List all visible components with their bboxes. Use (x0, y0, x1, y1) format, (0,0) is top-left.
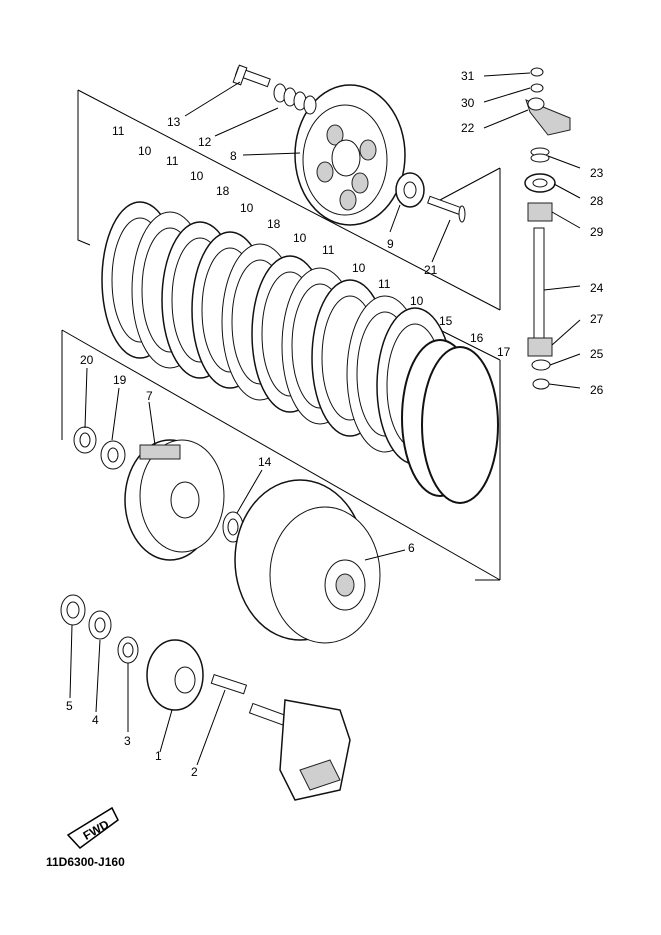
callout-26: 26 (590, 383, 604, 397)
callout-11b: 11 (166, 154, 179, 168)
washer-25 (531, 359, 551, 371)
leader-lines (69, 72, 581, 766)
callout-10a: 10 (138, 144, 152, 158)
fwd-arrow-icon: FWD (66, 806, 119, 850)
nut (73, 426, 97, 454)
callout-10d: 10 (293, 231, 307, 245)
lock-washer-lower (117, 636, 139, 664)
callout-10c: 10 (240, 201, 254, 215)
needle-bearing-upper (527, 202, 553, 222)
clutch-spring (273, 83, 317, 115)
callout-4: 4 (92, 713, 99, 727)
callout-21: 21 (424, 263, 438, 277)
callout-14: 14 (258, 455, 272, 469)
callout-30: 30 (461, 96, 475, 110)
callout-5: 5 (66, 699, 73, 713)
primary-drive-gear (146, 639, 204, 711)
washer-lower (88, 610, 112, 640)
pressure-plate (294, 84, 406, 226)
bearing (395, 172, 425, 208)
callout-20: 20 (80, 353, 94, 367)
boundary-lines (61, 89, 501, 581)
callout-12: 12 (198, 135, 212, 149)
callout-labels: 1 2 3 4 5 6 7 8 9 10 10 10 10 10 10 11 1… (66, 69, 604, 779)
callout-27: 27 (590, 312, 604, 326)
callout-24: 24 (590, 281, 604, 295)
lock-washer (100, 440, 126, 470)
callout-18b: 18 (267, 217, 281, 231)
callout-15: 15 (439, 314, 453, 328)
callout-17: 17 (497, 345, 511, 359)
bolt (232, 64, 271, 88)
callout-10b: 10 (190, 169, 204, 183)
primary-driven-gear (124, 439, 225, 561)
callout-11a: 11 (112, 124, 125, 138)
wire-rings (401, 339, 499, 504)
callout-18a: 18 (216, 184, 230, 198)
callout-7: 7 (146, 389, 153, 403)
callout-10f: 10 (410, 294, 424, 308)
callout-1: 1 (155, 749, 162, 763)
callout-16: 16 (470, 331, 484, 345)
straight-key (210, 674, 248, 695)
callout-28: 28 (590, 194, 604, 208)
callout-3: 3 (124, 734, 131, 748)
callout-11c: 11 (322, 243, 335, 257)
plate-stack (101, 201, 454, 465)
callout-6: 6 (408, 541, 415, 555)
callout-10e: 10 (352, 261, 366, 275)
circlip-31 (530, 67, 544, 77)
clutch-boss (234, 479, 381, 644)
callout-8: 8 (230, 149, 237, 163)
callout-2: 2 (191, 765, 198, 779)
circlip-26 (532, 378, 550, 390)
needle-bearing-lower (527, 337, 553, 357)
callout-9: 9 (387, 237, 394, 251)
oil-seal (524, 173, 556, 193)
callout-22: 22 (461, 121, 475, 135)
callout-29: 29 (590, 225, 604, 239)
callout-23: 23 (590, 166, 604, 180)
push-lever-shaft (533, 227, 545, 339)
washer-30 (530, 83, 544, 93)
callout-11d: 11 (378, 277, 391, 291)
torsion-spring (530, 147, 550, 163)
callout-25: 25 (590, 347, 604, 361)
diagram-code: 11D6300-J160 (46, 855, 125, 869)
callout-13: 13 (167, 115, 181, 129)
callout-31: 31 (461, 69, 475, 83)
callout-19: 19 (113, 373, 127, 387)
nut-lower (60, 594, 86, 626)
push-lever (525, 97, 571, 136)
crankshaft-end (248, 699, 351, 801)
push-rod (427, 195, 466, 223)
